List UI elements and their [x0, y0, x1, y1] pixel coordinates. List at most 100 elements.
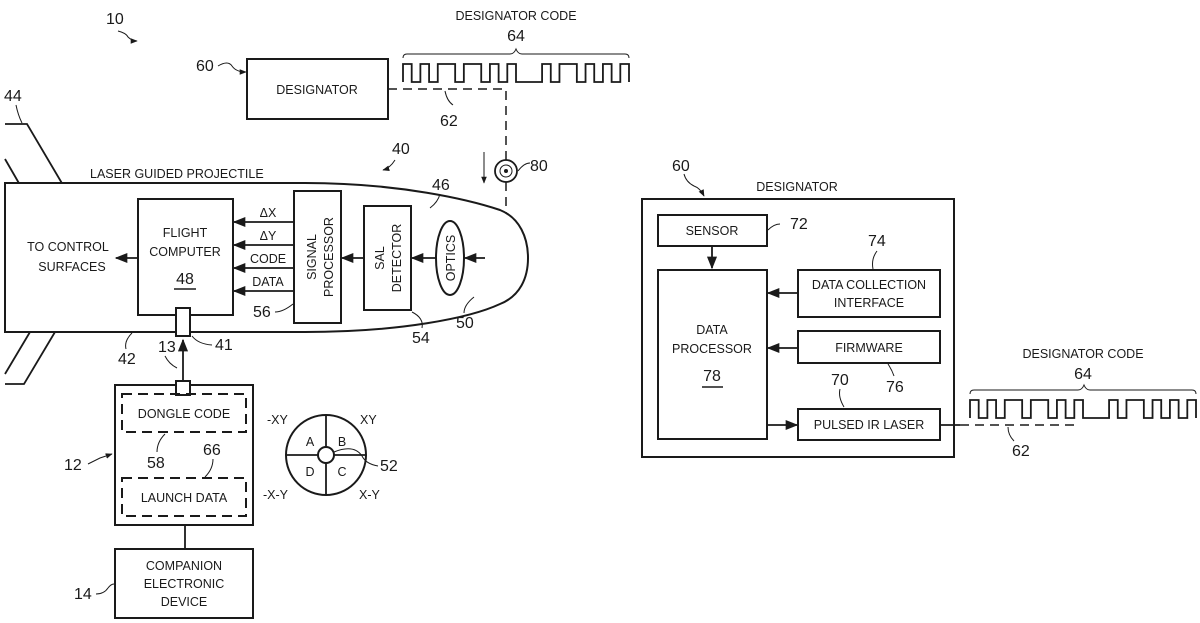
- pulsed-laser-ref: 70: [831, 372, 849, 389]
- data-processor-label-1: DATA: [696, 323, 728, 337]
- dongle-code-region: [121, 393, 247, 433]
- companion-label-1: COMPANION: [146, 559, 222, 573]
- firmware-ref-leader: [887, 363, 895, 377]
- data-collection-label-2: INTERFACE: [834, 296, 904, 310]
- sensor-label: SENSOR: [686, 224, 739, 238]
- dongle-ref-leader: [87, 453, 113, 465]
- code-brace-right: [969, 383, 1197, 395]
- quad-detector: A B C D -XY XY -X-Y X-Y 52: [263, 413, 398, 502]
- signal-lines: ΔX ΔY CODE DATA: [232, 206, 294, 297]
- sal-detector-ref: 54: [412, 330, 430, 347]
- output-beam-ref: 62: [1012, 443, 1030, 460]
- top-designator-label: DESIGNATOR: [276, 83, 358, 97]
- link-ref-leader: [164, 355, 178, 369]
- dongle-code-label: DONGLE CODE: [138, 407, 230, 421]
- signal-processor-box: [293, 190, 342, 324]
- quad-ref-leader: [333, 448, 379, 467]
- firmware-box: [797, 330, 941, 364]
- data-collection-ref: 74: [868, 233, 886, 250]
- polarizer: 80: [481, 152, 548, 184]
- data-processor-label-2: PROCESSOR: [672, 342, 752, 356]
- dongle-code-ref: 58: [147, 455, 165, 472]
- flight-computer-label-1: FLIGHT: [163, 226, 208, 240]
- launch-data-ref: 66: [203, 442, 221, 459]
- corner-label-bottom-left: -X-Y: [263, 488, 289, 502]
- control-surfaces-label-1: TO CONTROL: [27, 240, 109, 254]
- sensor-box: [657, 214, 768, 247]
- pulsed-laser-ref-leader: [839, 388, 845, 408]
- signal-label-dx: ΔX: [260, 206, 277, 220]
- fin-ref: 44: [4, 88, 22, 105]
- quadrant-d: D: [305, 465, 314, 479]
- code-title-top: DESIGNATOR CODE: [455, 9, 576, 23]
- dongle-connector: [175, 380, 191, 396]
- corner-label-top-right: XY: [360, 413, 377, 427]
- laser-beam-path: [388, 88, 507, 160]
- signal-label-data: DATA: [252, 275, 284, 289]
- pulse-train-top: [402, 63, 630, 83]
- laser-guided-projectile: 44 LASER GUIDED PROJECTILE 40 46 42 TO C…: [4, 88, 530, 385]
- quadrant-a: A: [306, 435, 315, 449]
- tail-fin-bottom: [4, 331, 56, 385]
- nose-ref-leader: [429, 193, 441, 209]
- projectile-port: [175, 307, 191, 337]
- system-ref-leader: [117, 30, 138, 44]
- beam-ref-leader: [444, 90, 454, 106]
- data-collection-ref-leader: [872, 250, 878, 270]
- sensor-ref-leader: [767, 223, 781, 231]
- optics-ref: 50: [456, 315, 474, 332]
- launch-data-region: [121, 477, 247, 517]
- optics-label: OPTICS: [444, 235, 458, 282]
- pulse-train-right: [969, 399, 1197, 419]
- dongle: 12 DONGLE CODE 58 LAUNCH DATA 66: [64, 380, 254, 526]
- beam-ref: 62: [440, 113, 458, 130]
- data-processor-box: [657, 269, 768, 440]
- sal-detector-box: [363, 205, 412, 311]
- top-designator: 60 DESIGNATOR 62 DESIGNATOR CODE 64: [196, 9, 630, 259]
- companion-label-3: DEVICE: [161, 595, 208, 609]
- optics-ref-leader: [463, 296, 475, 314]
- flight-computer-box: [137, 198, 234, 316]
- corner-label-bottom-right: X-Y: [359, 488, 381, 502]
- signal-processor-ref-leader: [274, 303, 294, 313]
- dongle-box: [114, 384, 254, 526]
- data-collection-label-1: DATA COLLECTION: [812, 278, 926, 292]
- signal-processor-ref: 56: [253, 304, 271, 321]
- port-ref-leader: [191, 335, 213, 346]
- body-ref: 42: [118, 351, 136, 368]
- top-designator-ref: 60: [196, 58, 214, 75]
- dongle-code-ref-leader: [156, 433, 166, 453]
- code-brace-top: [402, 47, 630, 59]
- designator-detail-ref: 60: [672, 158, 690, 175]
- tail-fin-top-edge: [4, 158, 21, 186]
- tail-fin-top: [5, 123, 64, 186]
- companion-device-box: [114, 548, 254, 619]
- projectile-title: LASER GUIDED PROJECTILE: [90, 167, 264, 181]
- code-ref-right: 64: [1074, 366, 1092, 383]
- data-processor-ref: 78: [703, 368, 721, 385]
- flight-computer-ref: 48: [176, 271, 194, 288]
- quad-ref: 52: [380, 458, 398, 475]
- sal-detector-ref-leader: [411, 311, 423, 329]
- body-ref-leader: [125, 332, 133, 350]
- top-designator-leader: [217, 62, 247, 75]
- launch-data-label: LAUNCH DATA: [141, 491, 228, 505]
- signal-label-dy: ΔY: [260, 229, 277, 243]
- polarizer-center-dot: [504, 169, 508, 173]
- launch-data-ref-leader: [204, 458, 214, 478]
- fin-ref-leader: [15, 104, 23, 124]
- quadrant-b: B: [338, 435, 346, 449]
- signal-processor-label-2: PROCESSOR: [322, 217, 336, 297]
- sensor-ref: 72: [790, 216, 808, 233]
- corner-label-top-left: -XY: [267, 413, 289, 427]
- control-surfaces-label-2: SURFACES: [38, 260, 105, 274]
- firmware-label: FIRMWARE: [835, 341, 903, 355]
- signal-label-code: CODE: [250, 252, 286, 266]
- quadrant-c: C: [337, 465, 346, 479]
- designator-detail: 60 DESIGNATOR SENSOR 72 DATA PROCESSOR 7…: [641, 158, 1197, 460]
- polarizer-outer-ring: [494, 159, 518, 183]
- companion-ref: 14: [74, 586, 92, 603]
- signal-processor-label-1: SIGNAL: [305, 234, 319, 280]
- projectile-ref-leader: [382, 159, 396, 171]
